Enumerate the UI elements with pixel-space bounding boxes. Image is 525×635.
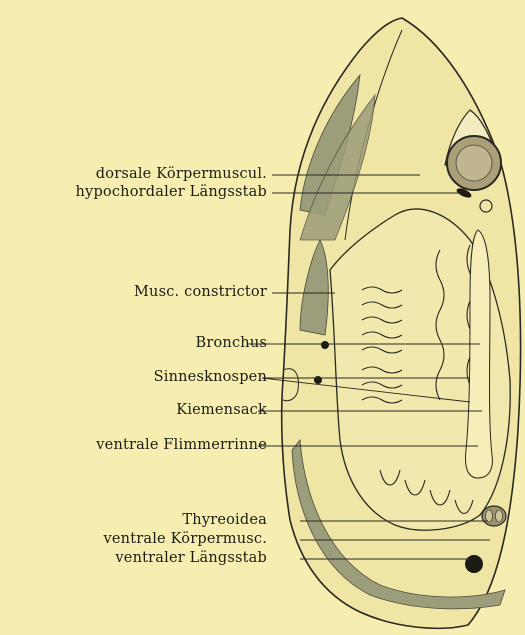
label-ventral-groove: ventrale Flimmerrinne: [96, 437, 267, 453]
label-bronchus: Bronchus: [196, 335, 268, 351]
label-constrictor: Musc. constrictor: [134, 284, 267, 300]
label-sense-buds: Sinnesknospen: [154, 369, 267, 385]
label-thyroid: Thyreoidea: [182, 512, 267, 528]
label-dorsal-muscle: dorsale Körpermuscul.: [96, 166, 267, 182]
label-ventral-rod: ventraler Längsstab: [115, 550, 267, 566]
ventral-rod-mark: [465, 555, 483, 573]
label-gill-sac: Kiemensack: [176, 402, 267, 418]
label-hypochordal-rod: hypochordaler Längsstab: [76, 184, 267, 200]
label-ventral-muscle: ventrale Körpermusc.: [104, 531, 268, 547]
